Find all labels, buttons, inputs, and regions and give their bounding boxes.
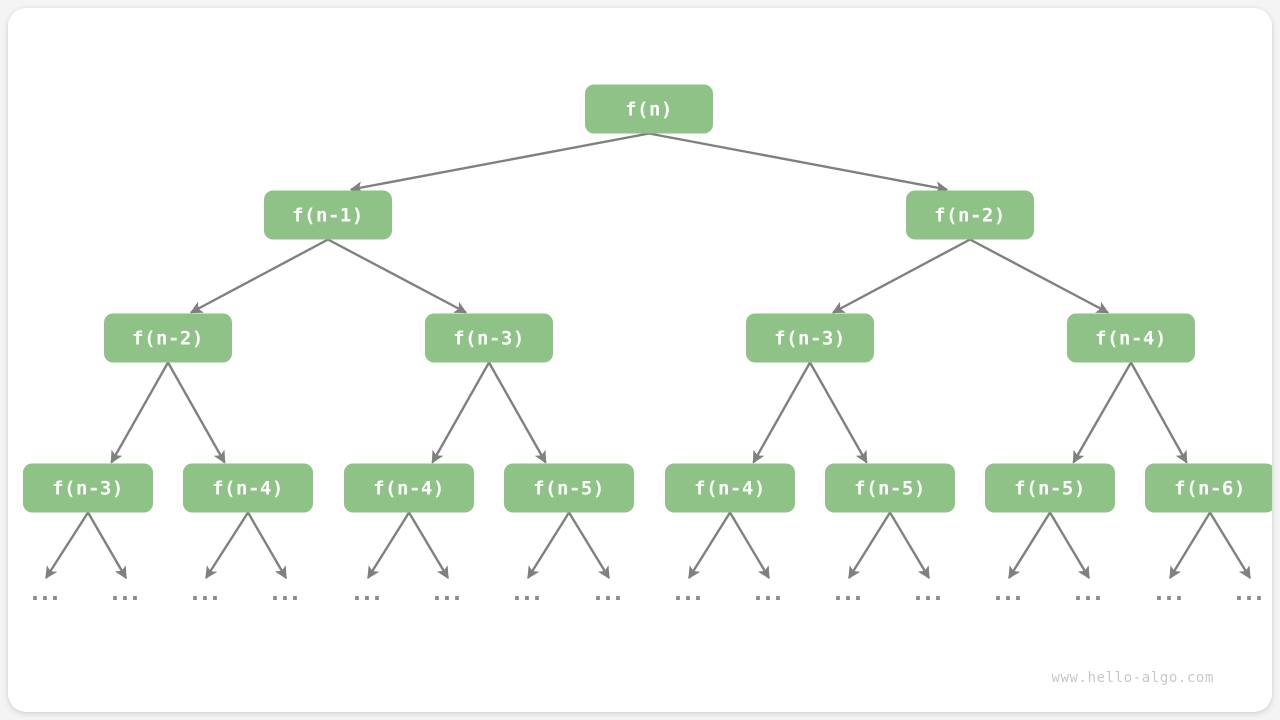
tree-node-label: f(n-3) xyxy=(453,328,525,350)
ellipsis-marker: ... xyxy=(754,581,784,605)
tree-edge xyxy=(327,238,468,314)
tree-node[interactable]: f(n-2) xyxy=(104,313,232,363)
tree-edge xyxy=(349,132,650,194)
tree-edge-to-ellipsis xyxy=(888,511,931,580)
tree-node[interactable]: f(n-5) xyxy=(825,463,955,513)
tree-node-label: f(n-2) xyxy=(132,328,204,350)
tree-edge-to-ellipsis xyxy=(246,511,288,580)
nodes-layer: f(n) f(n-1) f(n-2) f(n-2) f(n-3) f(n-3) f(n-4)… xyxy=(23,84,1272,513)
tree-edge-to-ellipsis xyxy=(204,511,250,580)
ellipsis-marker: ... xyxy=(1155,581,1185,605)
diagram-card: f(n) f(n-1) f(n-2) f(n-2) f(n-3) f(n-3) f(n-4)… xyxy=(8,8,1272,712)
tree-node-box xyxy=(104,313,232,363)
tree-node[interactable]: f(n-4) xyxy=(665,463,795,513)
tree-edge-to-ellipsis xyxy=(728,511,771,580)
ellipses-layer: ........................................… xyxy=(31,581,1265,605)
tree-node[interactable]: f(n-5) xyxy=(504,463,634,513)
tree-node-label: f(n-5) xyxy=(533,478,605,500)
tree-edge-to-ellipsis xyxy=(567,511,611,580)
tree-edge-to-ellipsis xyxy=(847,511,892,580)
tree-edge-to-ellipsis xyxy=(687,511,732,580)
ellipsis-marker: ... xyxy=(353,581,383,605)
tree-edge-to-ellipsis xyxy=(44,511,90,580)
tree-node-label: f(n-3) xyxy=(774,328,846,350)
tree-edge xyxy=(189,238,329,314)
tree-node-label: f(n-4) xyxy=(212,478,284,500)
ellipsis-marker: ... xyxy=(994,581,1024,605)
tree-edge-to-ellipsis xyxy=(1048,511,1091,580)
tree-node-box xyxy=(585,84,713,134)
tree-node-label: f(n-4) xyxy=(694,478,766,500)
tree-edge-to-ellipsis xyxy=(366,511,411,580)
tree-edge-to-ellipsis xyxy=(1208,511,1252,580)
ellipsis-marker: ... xyxy=(1235,581,1265,605)
tree-edge-to-ellipsis xyxy=(1007,511,1052,580)
tree-node[interactable]: f(n-3) xyxy=(746,313,874,363)
tree-node-box xyxy=(906,190,1034,240)
tree-edge xyxy=(487,361,547,464)
tree-node-label: f(n-6) xyxy=(1174,478,1246,500)
tree-node-label: f(n-1) xyxy=(292,205,364,227)
tree-node[interactable]: f(n-5) xyxy=(985,463,1115,513)
tree-node-label: f(n) xyxy=(625,99,673,121)
tree-node-label: f(n-4) xyxy=(1095,328,1167,350)
tree-node[interactable]: f(n-3) xyxy=(23,463,153,513)
edges-layer xyxy=(44,132,1252,580)
tree-node-box xyxy=(985,463,1115,513)
tree-edge xyxy=(831,238,971,314)
tree-edge xyxy=(808,361,868,464)
tree-node[interactable]: f(n-4) xyxy=(183,463,313,513)
tree-node-box xyxy=(264,190,392,240)
tree-edge-to-ellipsis xyxy=(407,511,450,580)
tree-node-label: f(n-5) xyxy=(1014,478,1086,500)
watermark: www.hello-algo.com xyxy=(1051,670,1214,686)
ellipsis-marker: ... xyxy=(1074,581,1104,605)
tree-edge xyxy=(110,361,170,464)
tree-node-label: f(n-3) xyxy=(52,478,124,500)
tree-edge xyxy=(166,361,226,464)
ellipsis-marker: ... xyxy=(271,581,301,605)
ellipsis-marker: ... xyxy=(433,581,463,605)
ellipsis-marker: ... xyxy=(111,581,141,605)
tree-node-box xyxy=(425,313,553,363)
tree-edge-to-ellipsis xyxy=(86,511,128,580)
ellipsis-marker: ... xyxy=(834,581,864,605)
tree-node-label: f(n-4) xyxy=(373,478,445,500)
tree-node-box xyxy=(665,463,795,513)
tree-node-box xyxy=(1145,463,1272,513)
ellipsis-marker: ... xyxy=(513,581,543,605)
ellipsis-marker: ... xyxy=(31,581,61,605)
tree-node[interactable]: f(n-1) xyxy=(264,190,392,240)
tree-node-box xyxy=(1067,313,1195,363)
tree-node[interactable]: f(n-6) xyxy=(1145,463,1272,513)
ellipsis-marker: ... xyxy=(191,581,221,605)
tree-edge xyxy=(648,132,949,194)
tree-edge-to-ellipsis xyxy=(526,511,571,580)
tree-node-box xyxy=(825,463,955,513)
tree-edge xyxy=(752,361,812,464)
tree-node-box xyxy=(23,463,153,513)
tree-node-label: f(n-5) xyxy=(854,478,926,500)
tree-node-box xyxy=(746,313,874,363)
tree-node[interactable]: f(n) xyxy=(585,84,713,134)
tree-node[interactable]: f(n-4) xyxy=(344,463,474,513)
tree-node-box xyxy=(344,463,474,513)
tree-edge-to-ellipsis xyxy=(1168,511,1212,580)
tree-node[interactable]: f(n-3) xyxy=(425,313,553,363)
recursion-tree-diagram: f(n) f(n-1) f(n-2) f(n-2) f(n-3) f(n-3) f(n-4)… xyxy=(23,84,1272,605)
ellipsis-marker: ... xyxy=(594,581,624,605)
tree-edge xyxy=(1072,361,1133,464)
ellipsis-marker: ... xyxy=(674,581,704,605)
tree-edge xyxy=(431,361,491,464)
tree-node-label: f(n-2) xyxy=(934,205,1006,227)
tree-node[interactable]: f(n-2) xyxy=(906,190,1034,240)
tree-node-box xyxy=(504,463,634,513)
ellipsis-marker: ... xyxy=(914,581,944,605)
tree-node[interactable]: f(n-4) xyxy=(1067,313,1195,363)
tree-edge xyxy=(969,238,1110,314)
tree-edge xyxy=(1129,361,1188,464)
tree-node-box xyxy=(183,463,313,513)
